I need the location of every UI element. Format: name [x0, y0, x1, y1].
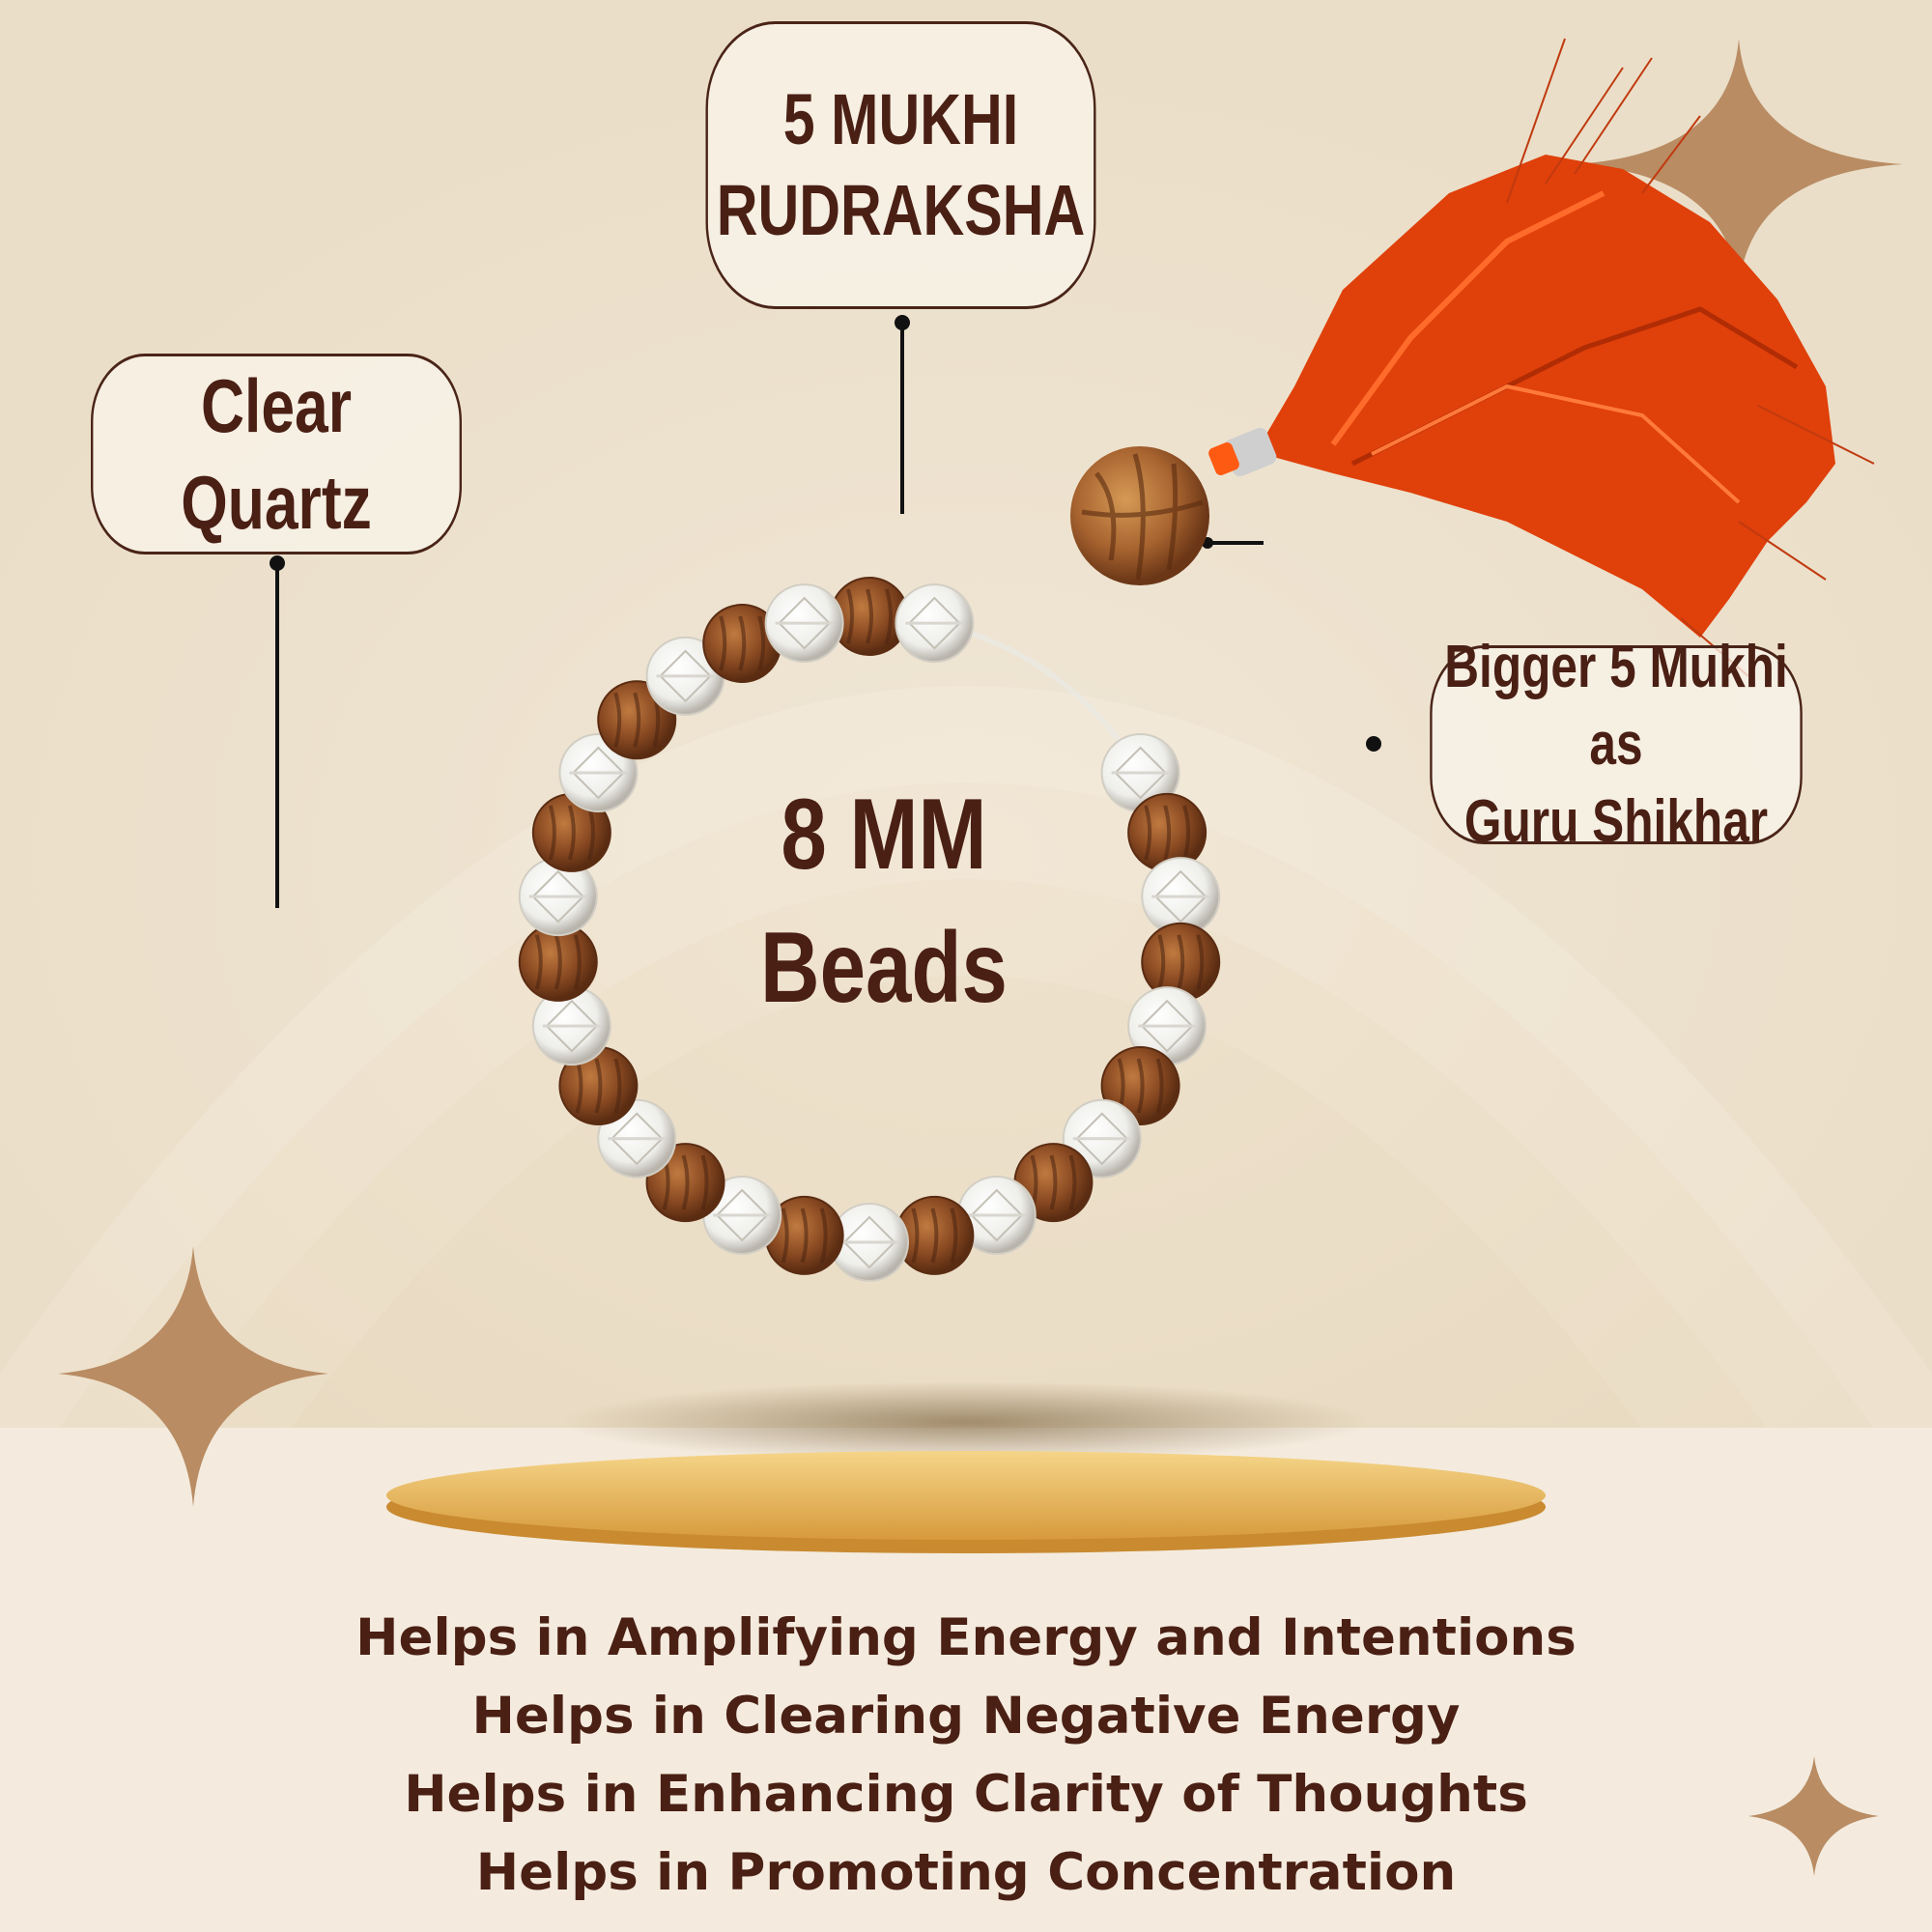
quartz-bead-icon: [895, 583, 975, 664]
quartz-callout-line2: Quartz: [181, 460, 372, 545]
rudraksha-bead-icon: [764, 1195, 844, 1275]
guru-bead-callout: Bigger 5 Mukhi as Guru Shikhar: [1430, 634, 1803, 855]
rudraksha-bead-icon: [531, 792, 611, 872]
bead-size-label: 8 MM Beads: [714, 768, 1055, 1035]
sparkle-icon: [58, 1246, 328, 1507]
sparkle-icon: [1748, 1756, 1879, 1876]
benefit-item: Helps in Enhancing Clarity of Thoughts: [404, 1765, 1528, 1824]
guru-bead-callout-line1: Bigger 5 Mukhi as: [1444, 634, 1788, 778]
rudraksha-callout: 5 MUKHI RUDRAKSHA: [705, 21, 1096, 309]
quartz-bead-icon: [764, 583, 844, 664]
benefits-list: Helps in Amplifying Energy and Intention…: [0, 1599, 1932, 1912]
bead-size-line2: Beads: [760, 912, 1008, 1024]
pedestal-top: [386, 1451, 1546, 1540]
bead-size-line1: 8 MM: [781, 779, 987, 891]
guru-bead: [1070, 446, 1209, 585]
guru-bead-callout-line2: Guru Shikhar: [1463, 788, 1769, 855]
bracelet-shadow: [560, 1381, 1372, 1463]
bracelet: [518, 577, 1221, 1282]
quartz-callout: Clear Quartz: [91, 354, 462, 554]
connector-lines: [275, 323, 1264, 908]
benefit-item: Helps in Clearing Negative Energy: [471, 1687, 1461, 1746]
benefit-item: Helps in Amplifying Energy and Intention…: [355, 1608, 1577, 1667]
rudraksha-callout-line2: RUDRAKSHA: [716, 170, 1086, 250]
sparkle-icon: [1575, 39, 1903, 290]
tassel-icon: [1208, 38, 1875, 677]
quartz-bead-icon: [645, 636, 725, 716]
benefit-item: Helps in Promoting Concentration: [475, 1843, 1457, 1902]
rudraksha-bead-icon: [895, 1195, 975, 1275]
quartz-callout-line1: Clear: [200, 363, 353, 448]
rudraksha-callout-line1: 5 MUKHI: [782, 79, 1019, 159]
quartz-bead-icon: [702, 1175, 782, 1255]
